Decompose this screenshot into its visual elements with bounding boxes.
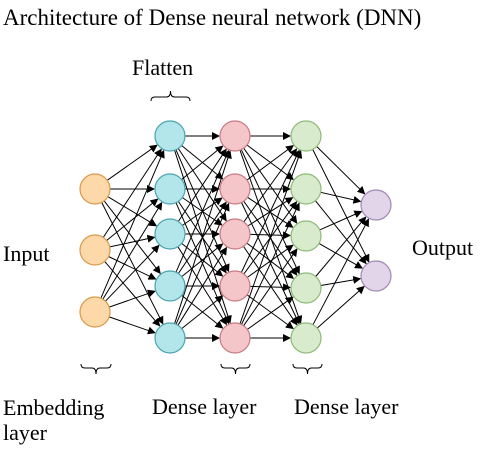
connection-arrow: [320, 275, 362, 286]
connection-arrow: [247, 244, 294, 278]
connection-arrow: [319, 210, 363, 231]
connection-arrow: [109, 316, 156, 335]
connection-arrow: [107, 196, 158, 227]
connection-arrow: [246, 145, 295, 181]
embedding-label-line-1: Embedding: [3, 395, 105, 420]
dense-1-neuron: [219, 218, 251, 250]
connection-arrow: [105, 244, 160, 302]
flatten-neuron: [154, 322, 186, 354]
dense-2-neuron: [290, 220, 322, 252]
connection-arrow: [243, 148, 298, 223]
embedding-neuron: [79, 296, 111, 328]
connection-arrow: [247, 296, 294, 330]
connection-arrow: [315, 216, 367, 277]
connection-arrow: [318, 242, 363, 269]
connection-arrow: [240, 149, 300, 273]
flatten-label: Flatten: [132, 55, 194, 80]
connection-arrow: [100, 149, 165, 299]
embedding-label-line-2: layer: [3, 420, 47, 445]
connection-arrow: [104, 261, 161, 327]
connection-arrow: [243, 246, 298, 326]
output-neuron: [360, 260, 392, 292]
connection-arrow: [175, 149, 230, 273]
connection-arrow: [312, 218, 369, 325]
connection-arrow: [102, 201, 163, 300]
dense-layer-2-label: Dense layer: [294, 394, 399, 419]
embedding-layer-label: Embedding layer: [3, 395, 143, 445]
connection-arrow: [315, 200, 367, 265]
connection-arrow: [106, 198, 159, 241]
connection-arrow: [108, 256, 157, 280]
connection-arrow: [109, 289, 156, 308]
layer-braces: [80, 90, 323, 375]
dense-2-neuron: [290, 322, 322, 354]
connection-arrow: [174, 150, 232, 324]
dense-layer-2-brace: [292, 363, 323, 375]
connection-arrow: [249, 231, 291, 240]
connections: [100, 132, 370, 342]
connection-arrow: [102, 148, 162, 238]
connection-arrow: [177, 148, 227, 222]
connection-arrow: [106, 144, 158, 181]
neurons: [79, 120, 392, 354]
connection-arrow: [103, 200, 161, 275]
flatten-neuron: [154, 173, 186, 205]
flatten-neuron: [154, 270, 186, 302]
dense-1-neuron: [219, 120, 251, 152]
embedding-neuron: [79, 234, 111, 266]
input-label: Input: [3, 241, 50, 266]
connection-arrow: [239, 150, 303, 324]
dense-layer-1-label: Dense layer: [152, 394, 257, 419]
connection-arrow: [243, 248, 298, 326]
diagram-title: Architecture of Dense neural network (DN…: [3, 5, 422, 30]
connection-arrow: [320, 191, 362, 204]
connection-arrow: [101, 202, 164, 325]
connection-arrow: [181, 295, 224, 329]
dense-1-neuron: [219, 322, 251, 354]
flatten-neuron: [154, 218, 186, 250]
output-neuron: [360, 189, 392, 221]
connection-arrow: [316, 146, 366, 195]
dense-1-neuron: [219, 173, 251, 205]
connection-arrow: [316, 285, 365, 329]
connection-arrow: [109, 234, 156, 248]
dense-2-neuron: [290, 120, 322, 152]
dense-layer-1-brace: [220, 363, 251, 375]
output-label: Output: [412, 235, 474, 260]
dense-2-neuron: [290, 272, 322, 304]
connection-arrow: [175, 202, 230, 325]
connection-arrow: [181, 145, 224, 180]
flatten-brace: [150, 90, 191, 102]
connection-arrow: [241, 202, 300, 325]
embedding-brace: [80, 363, 112, 375]
dense-2-neuron: [290, 173, 322, 205]
connection-arrow: [181, 243, 224, 277]
connection-arrow: [246, 294, 294, 330]
flatten-neuron: [154, 120, 186, 152]
connection-arrow: [177, 246, 228, 326]
dense-1-neuron: [219, 270, 251, 302]
embedding-neuron: [79, 173, 111, 205]
connection-arrow: [312, 149, 370, 263]
